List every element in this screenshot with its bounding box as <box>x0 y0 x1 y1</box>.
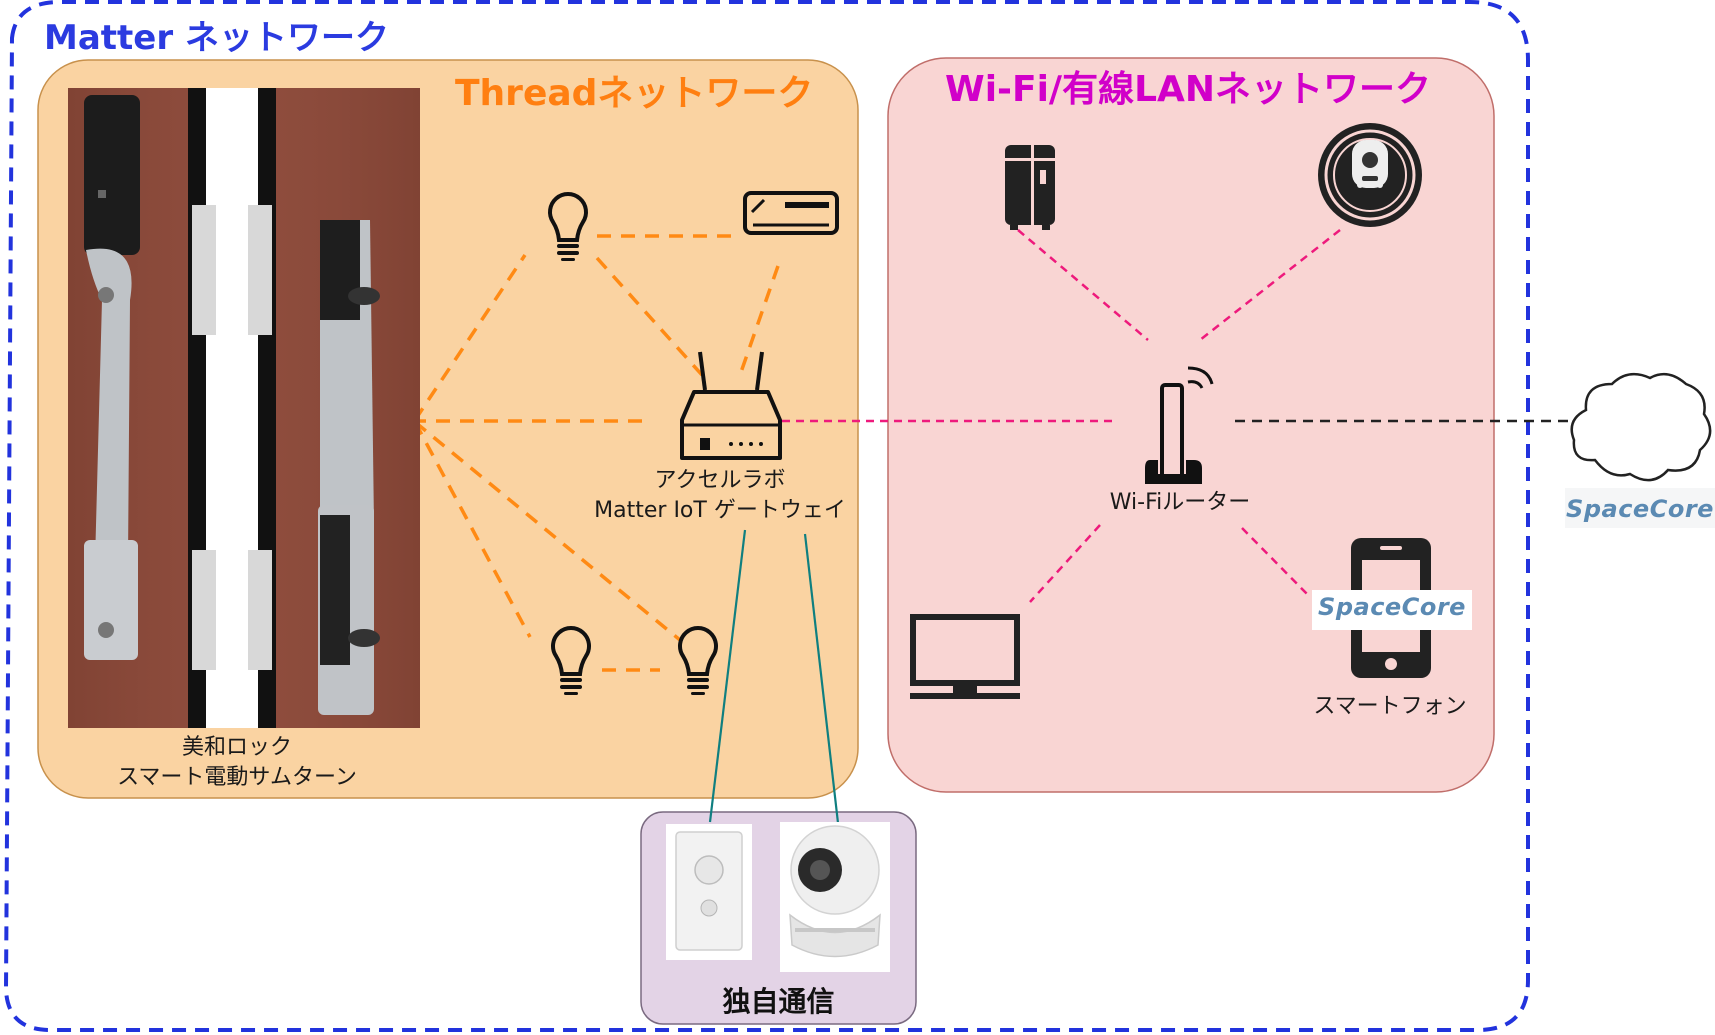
proprietary-title: 独自通信 <box>722 985 835 1018</box>
refrigerator-icon <box>1003 145 1057 230</box>
tv-icon <box>910 614 1020 699</box>
cloud-label: SpaceCore <box>1566 495 1714 523</box>
thread-network-title: Threadネットワーク <box>455 73 814 114</box>
gateway-label-line1: アクセルラボ <box>654 468 786 493</box>
smart-lock-label-line1: 美和ロック <box>181 735 292 760</box>
router-icon <box>680 351 782 460</box>
smartphone-icon <box>1312 538 1472 678</box>
camera-photo <box>780 822 890 972</box>
gateway-label-line2: Matter IoT ゲートウェイ <box>594 498 846 523</box>
proprietary-links <box>708 529 840 824</box>
smart-lock-label: 美和ロック スマート電動サムターン <box>68 733 406 793</box>
wifi-links <box>782 229 1341 603</box>
wifi-network-title: Wi-Fi/有線LANネットワーク <box>945 69 1432 110</box>
motion-sensor-photo <box>666 824 752 960</box>
door-lock-photo <box>68 88 420 728</box>
wifi-router-icon <box>1145 366 1214 484</box>
smartphone-label: スマートフォン <box>1313 694 1467 719</box>
wifi-router-label: Wi-Fiルーター <box>1109 490 1251 515</box>
gateway-label: アクセルラボ Matter IoT ゲートウェイ <box>570 466 870 526</box>
bulb-icon <box>678 626 718 695</box>
cloud-label-bg <box>1565 488 1715 528</box>
matter-network-title: Matter ネットワーク <box>44 18 389 58</box>
thread-links <box>412 234 780 672</box>
cloud-icon <box>1570 372 1712 482</box>
smartphone-app-logo: SpaceCore <box>1318 593 1466 621</box>
bulb-icon <box>551 626 591 695</box>
smart-lock-label-line2: スマート電動サムターン <box>117 765 357 790</box>
robot-vacuum-icon <box>1318 123 1422 227</box>
bulb-icon <box>548 192 588 261</box>
matter-network-boundary <box>3 0 1530 1032</box>
air-conditioner-icon <box>743 191 839 235</box>
